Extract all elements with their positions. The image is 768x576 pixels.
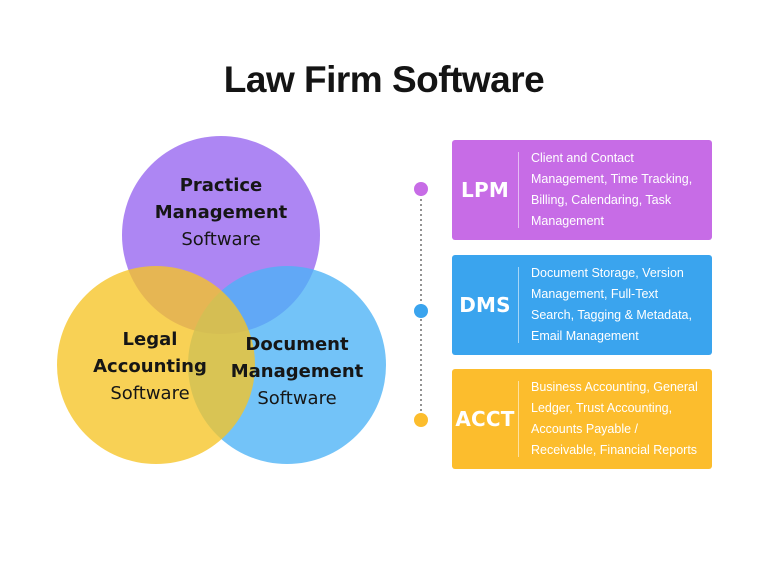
venn-label-document-management: Document Management Software: [197, 331, 397, 412]
connector-dot-dms: [414, 304, 428, 318]
venn-label-title: Document Management: [230, 334, 364, 382]
card-dms: DMS Document Storage, Version Management…: [452, 255, 712, 355]
card-divider: [518, 267, 519, 343]
connector-dot-lpm: [414, 182, 428, 196]
venn-label-subtitle: Software: [181, 229, 261, 250]
venn-diagram: Practice Management Software Legal Accou…: [50, 136, 397, 464]
venn-label-subtitle: Software: [110, 383, 190, 404]
card-acct: ACCT Business Accounting, General Ledger…: [452, 369, 712, 469]
page-title: Law Firm Software: [223, 58, 545, 100]
venn-label-title: Legal Accounting: [93, 329, 207, 377]
card-description-dms: Document Storage, Version Management, Fu…: [531, 266, 692, 343]
venn-label-practice-management: Practice Management Software: [121, 172, 321, 253]
venn-label-title: Practice Management: [154, 175, 288, 223]
card-abbr-dms: DMS: [459, 293, 511, 317]
venn-label-legal-accounting: Legal Accounting Software: [50, 326, 250, 407]
venn-label-subtitle: Software: [257, 388, 337, 409]
connector-dot-acct: [414, 413, 428, 427]
card-abbr-acct: ACCT: [455, 407, 515, 431]
card-divider: [518, 381, 519, 457]
card-description-lpm: Client and Contact Management, Time Trac…: [531, 151, 693, 228]
card-abbr-lpm: LPM: [461, 178, 509, 202]
card-lpm: LPM Client and Contact Management, Time …: [452, 140, 712, 240]
venn-circle-legal-accounting: [57, 266, 255, 464]
card-description-acct: Business Accounting, General Ledger, Tru…: [531, 380, 698, 457]
card-divider: [518, 152, 519, 228]
